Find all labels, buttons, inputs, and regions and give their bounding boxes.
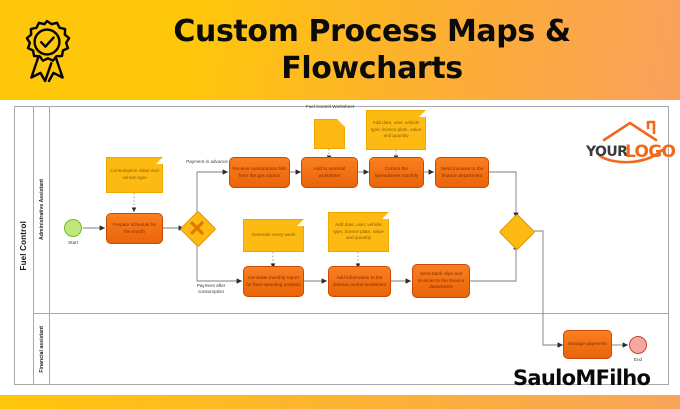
- start-event-label: Start: [68, 240, 78, 245]
- task-send-bank-slips[interactable]: Send bank slips and invoices to the fina…: [412, 264, 470, 298]
- task-manage-payments[interactable]: Manage payments: [563, 330, 612, 359]
- doc-fuel-control-worksheet-label: Fuel Control Worksheet: [305, 104, 355, 109]
- end-event-label: End: [633, 357, 643, 362]
- task-receive-bills[interactable]: Receive consumption bills from the gas s…: [229, 157, 290, 188]
- split-gateway-x-icon: [190, 221, 204, 235]
- lane-administrative-assistant: Administrative Assistant: [34, 106, 50, 313]
- lane-financial-assistant: Financial assistant: [34, 313, 50, 385]
- award-badge-icon: [13, 16, 81, 84]
- house-roof-icon: [598, 120, 664, 164]
- end-event[interactable]: [629, 336, 647, 354]
- logo: YOUR LOGO: [586, 118, 676, 166]
- task-add-external-worksheet[interactable]: Add to external worksheet: [301, 157, 358, 188]
- task-add-internal-worksheet[interactable]: Add information to the internal control …: [328, 266, 391, 297]
- sequence-flow-connectors: [83, 149, 628, 348]
- lane-divider: [34, 313, 669, 314]
- note-generate-every-week[interactable]: Generate every week: [243, 219, 304, 252]
- signature: SauloMFilho: [513, 366, 651, 390]
- task-prepare-schedule[interactable]: Prepare schedule for the month: [106, 213, 163, 244]
- logo-word-logo: LOGO: [625, 142, 676, 162]
- page-footer: [0, 395, 680, 409]
- document-fold-icon: [337, 119, 345, 127]
- logo-word-your: YOUR: [586, 144, 628, 160]
- page-title: Custom Process Maps & Flowcharts: [92, 8, 652, 94]
- page-title-line1: Custom Process Maps &: [173, 14, 571, 50]
- task-send-invoices[interactable]: Send invoices to the finance department: [435, 157, 489, 188]
- note-consumption-value[interactable]: Consumption value and vehicle type: [106, 157, 163, 193]
- diagram-canvas: Fuel Control Administrative Assistant Fi…: [0, 100, 680, 395]
- task-control-spreadsheet[interactable]: Control the spreadsheet monthly: [369, 157, 424, 188]
- doc-fuel-control-worksheet[interactable]: [314, 119, 345, 149]
- flow-label-payment-after-consumption: Payment after consumption: [196, 283, 226, 295]
- flow-label-payment-in-advance: Payment in advance: [186, 159, 228, 164]
- task-generate-report[interactable]: Generate monthly report for fleet spendi…: [243, 266, 304, 297]
- pool-label: Fuel Control: [14, 106, 34, 385]
- page-title-line2: Flowcharts: [281, 51, 463, 86]
- page-header: Custom Process Maps & Flowcharts: [0, 0, 680, 100]
- note-add-date-user-top[interactable]: Add date, user, vehicle type, licence pl…: [366, 110, 426, 150]
- start-event[interactable]: [64, 219, 82, 237]
- note-add-date-user-bottom[interactable]: Add date, user, vehicle type, licence pl…: [328, 212, 389, 252]
